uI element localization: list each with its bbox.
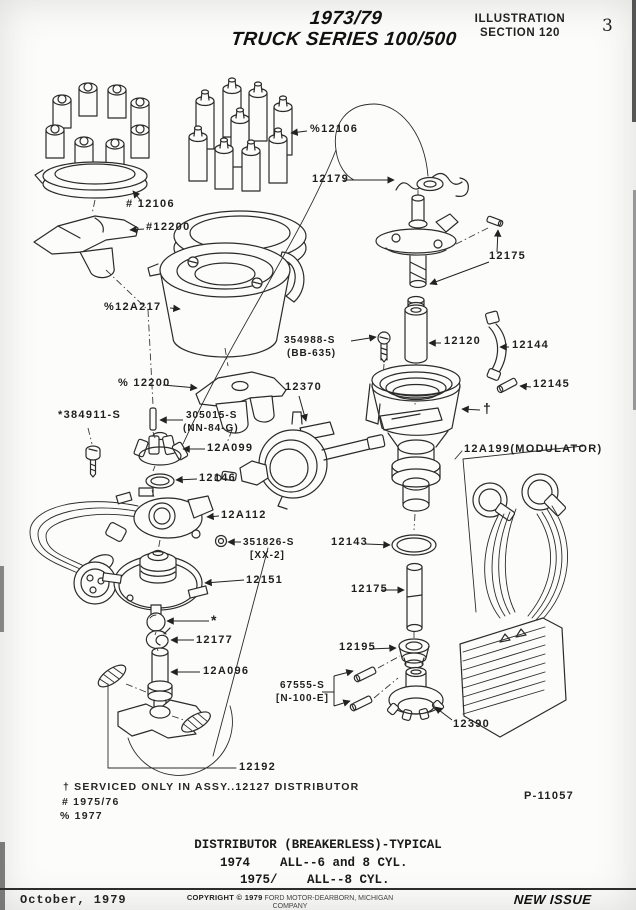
label-pin-12175: 12175 bbox=[489, 250, 527, 262]
label-strap-12144: 12144 bbox=[512, 339, 550, 351]
footnote-percent: % 1977 bbox=[60, 810, 103, 822]
part-pin-305015 bbox=[149, 407, 157, 431]
label-shaft-12A096: 12A096 bbox=[203, 665, 250, 677]
part-rotor-lower bbox=[195, 371, 287, 434]
part-collar-12195 bbox=[398, 638, 430, 669]
part-dust-cover bbox=[147, 242, 305, 358]
label-shaft-12175: 12175 bbox=[351, 583, 389, 595]
label-cylinder-12120: 12120 bbox=[444, 335, 482, 347]
part-cap-right bbox=[173, 77, 307, 274]
part-plate-12151 bbox=[101, 549, 209, 618]
label-rotor-top: #12200 bbox=[146, 221, 191, 233]
part-screw-384911 bbox=[85, 445, 101, 478]
page-number: 3 bbox=[602, 16, 613, 36]
centerlines bbox=[87, 190, 419, 652]
label-plate-12151: 12151 bbox=[246, 574, 284, 586]
part-oring-12146 bbox=[145, 473, 175, 489]
footer-new-issue: NEW ISSUE bbox=[513, 892, 592, 907]
part-vacuum-12370 bbox=[214, 411, 386, 510]
footer-rule bbox=[0, 888, 636, 890]
label-modulator-12A199: 12A199(MODULATOR) bbox=[464, 443, 603, 455]
part-oring-12143 bbox=[391, 534, 437, 556]
part-gear-12390 bbox=[386, 666, 445, 722]
label-pin-12145: 12145 bbox=[533, 378, 571, 390]
part-strap-12144 bbox=[484, 310, 507, 381]
label-nut-351826-code: [XX-2] bbox=[250, 550, 285, 561]
label-dust-cover: %12A217 bbox=[104, 301, 162, 313]
label-ball-asterisk: * bbox=[211, 612, 218, 628]
scan-artifact bbox=[632, 0, 636, 122]
part-armature-12A099 bbox=[133, 431, 189, 466]
part-clip-12177 bbox=[145, 627, 171, 650]
label-pin-305015: 305015-S bbox=[186, 410, 238, 421]
label-dagger-symbol: † bbox=[483, 400, 493, 416]
footnote-dagger: † SERVICED ONLY IN ASSY..12127 DISTRIBUT… bbox=[63, 781, 360, 793]
label-stator-12A112: 12A112 bbox=[221, 509, 267, 521]
part-shaft-12175-lower bbox=[406, 562, 423, 638]
section-heading: ILLUSTRATION SECTION 120 bbox=[452, 12, 588, 40]
caption-desc-1974: ALL--6 and 8 CYL. bbox=[280, 856, 408, 870]
label-assembly-12192: 12192 bbox=[239, 761, 277, 773]
label-vacuum-12370: 12370 bbox=[285, 381, 323, 393]
part-pin-12145 bbox=[496, 377, 518, 394]
company-line: FORD MOTOR-DEARBORN, MICHIGAN bbox=[264, 895, 394, 902]
section-line2: SECTION 120 bbox=[479, 27, 561, 39]
label-collar-12195: 12195 bbox=[339, 641, 377, 653]
section-line1: ILLUSTRATION bbox=[474, 13, 566, 25]
caption-year-1974: 1974 bbox=[220, 856, 251, 870]
scan-artifact bbox=[0, 842, 5, 910]
part-screw-354988 bbox=[377, 331, 391, 379]
scan-artifact bbox=[0, 566, 4, 632]
label-pins-67555: 67555-S bbox=[280, 680, 325, 691]
footer-copyright: COPYRIGHT © 1979 FORD MOTOR-DEARBORN, MI… bbox=[150, 894, 430, 910]
label-oring-12146: 12146 bbox=[199, 472, 237, 484]
label-armature-12A099: 12A099 bbox=[207, 442, 254, 454]
label-rotor-lower: % 12200 bbox=[118, 377, 171, 389]
label-screw-384911: *384911-S bbox=[58, 409, 122, 421]
part-ball bbox=[146, 612, 166, 632]
label-nut-351826: 351826-S bbox=[243, 537, 295, 548]
label-cap-right: %12106 bbox=[310, 123, 359, 135]
part-modulator bbox=[454, 445, 584, 738]
label-pins-67555-code: [N-100-E] bbox=[276, 693, 329, 704]
label-clamp-12179: 12179 bbox=[312, 173, 350, 185]
part-upper-shaft-assy bbox=[375, 194, 504, 311]
assembly-bracket-12192 bbox=[107, 547, 269, 769]
caption-desc-1975: ALL--8 CYL. bbox=[307, 873, 390, 887]
label-screw-354988: 354988-S bbox=[284, 335, 336, 346]
label-pin-305015-code: (NN-84-G) bbox=[183, 423, 239, 434]
part-rotor-top bbox=[33, 215, 139, 279]
part-shaft-12A096 bbox=[97, 647, 233, 776]
part-clamp-12179 bbox=[182, 103, 469, 445]
part-cap-left bbox=[34, 82, 150, 199]
caption-year-1975: 1975/ bbox=[240, 873, 278, 887]
part-roll-pins bbox=[349, 655, 401, 712]
copyright-line: COPYRIGHT © 1979 bbox=[186, 893, 263, 902]
footnote-hash: # 1975/76 bbox=[62, 796, 120, 808]
label-figure-code: P-11057 bbox=[524, 790, 575, 802]
footer-date: October, 1979 bbox=[20, 893, 127, 907]
label-gear-12390: 12390 bbox=[453, 718, 491, 730]
company-line2: COMPANY bbox=[272, 902, 308, 910]
label-oring-12143: 12143 bbox=[331, 536, 369, 548]
figure-caption-title: DISTRIBUTOR (BREAKERLESS)-TYPICAL bbox=[194, 838, 442, 852]
label-screw-354988-code: (BB-635) bbox=[287, 348, 337, 359]
leader-lines bbox=[129, 128, 532, 721]
scan-artifact bbox=[633, 190, 636, 410]
label-clip-12177: 12177 bbox=[196, 634, 234, 646]
label-cap-left: # 12106 bbox=[126, 198, 175, 210]
part-bowl bbox=[365, 364, 461, 531]
